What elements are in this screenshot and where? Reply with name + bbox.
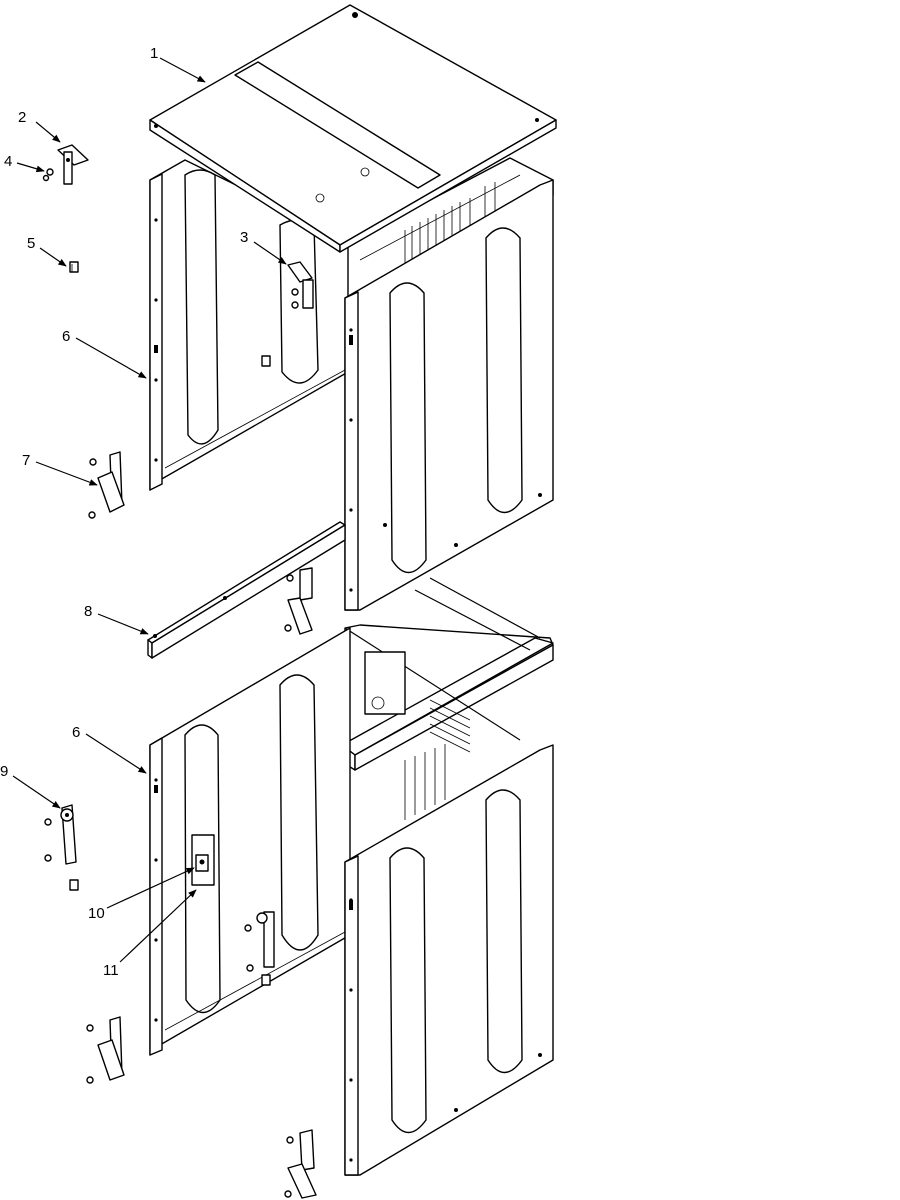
callout-label-11: 11 xyxy=(103,962,119,979)
callout-11: 11 xyxy=(103,889,197,979)
part-2-bracket xyxy=(57,144,89,185)
callout-label-1: 1 xyxy=(150,45,158,62)
front-cross-member xyxy=(147,521,346,659)
part-9-hinge xyxy=(44,804,79,891)
lower-cabinet-top-frame xyxy=(341,577,554,820)
callout-6-upper: 6 xyxy=(62,328,147,379)
callout-1: 1 xyxy=(150,45,206,83)
lower-slot-bracket xyxy=(244,911,275,986)
callout-10: 10 xyxy=(88,867,195,922)
callout-8: 8 xyxy=(84,603,149,635)
callout-7: 7 xyxy=(22,452,98,486)
callout-3: 3 xyxy=(240,229,287,265)
callout-label-6-upper: 6 xyxy=(62,328,70,345)
callout-5: 5 xyxy=(27,235,67,267)
top-panel xyxy=(149,4,557,253)
part-7-bracket xyxy=(88,451,125,519)
callout-label-9: 9 xyxy=(0,763,8,780)
part-3-bracket xyxy=(261,261,314,367)
part-4-screws xyxy=(42,168,54,182)
right-side-panel-upper xyxy=(344,179,554,611)
callout-9: 9 xyxy=(0,763,61,809)
left-side-panel-lower xyxy=(149,627,351,1056)
callout-label-10: 10 xyxy=(88,905,105,922)
callout-4: 4 xyxy=(4,153,45,173)
callout-label-8: 8 xyxy=(84,603,92,620)
lower-left-bracket xyxy=(86,1016,125,1084)
callout-label-6-lower: 6 xyxy=(72,724,80,741)
left-side-panel-upper xyxy=(149,159,349,491)
cross-member-bracket xyxy=(284,567,313,635)
callout-6-lower: 6 xyxy=(72,724,147,774)
bottom-bracket xyxy=(284,1129,317,1199)
callout-label-4: 4 xyxy=(4,153,12,170)
right-side-panel-lower xyxy=(344,744,554,1176)
callout-label-2: 2 xyxy=(18,109,26,126)
callout-label-3: 3 xyxy=(240,229,248,246)
callout-label-7: 7 xyxy=(22,452,30,469)
callout-label-5: 5 xyxy=(27,235,35,252)
part-5-clip xyxy=(69,261,79,273)
callout-2: 2 xyxy=(18,109,61,143)
